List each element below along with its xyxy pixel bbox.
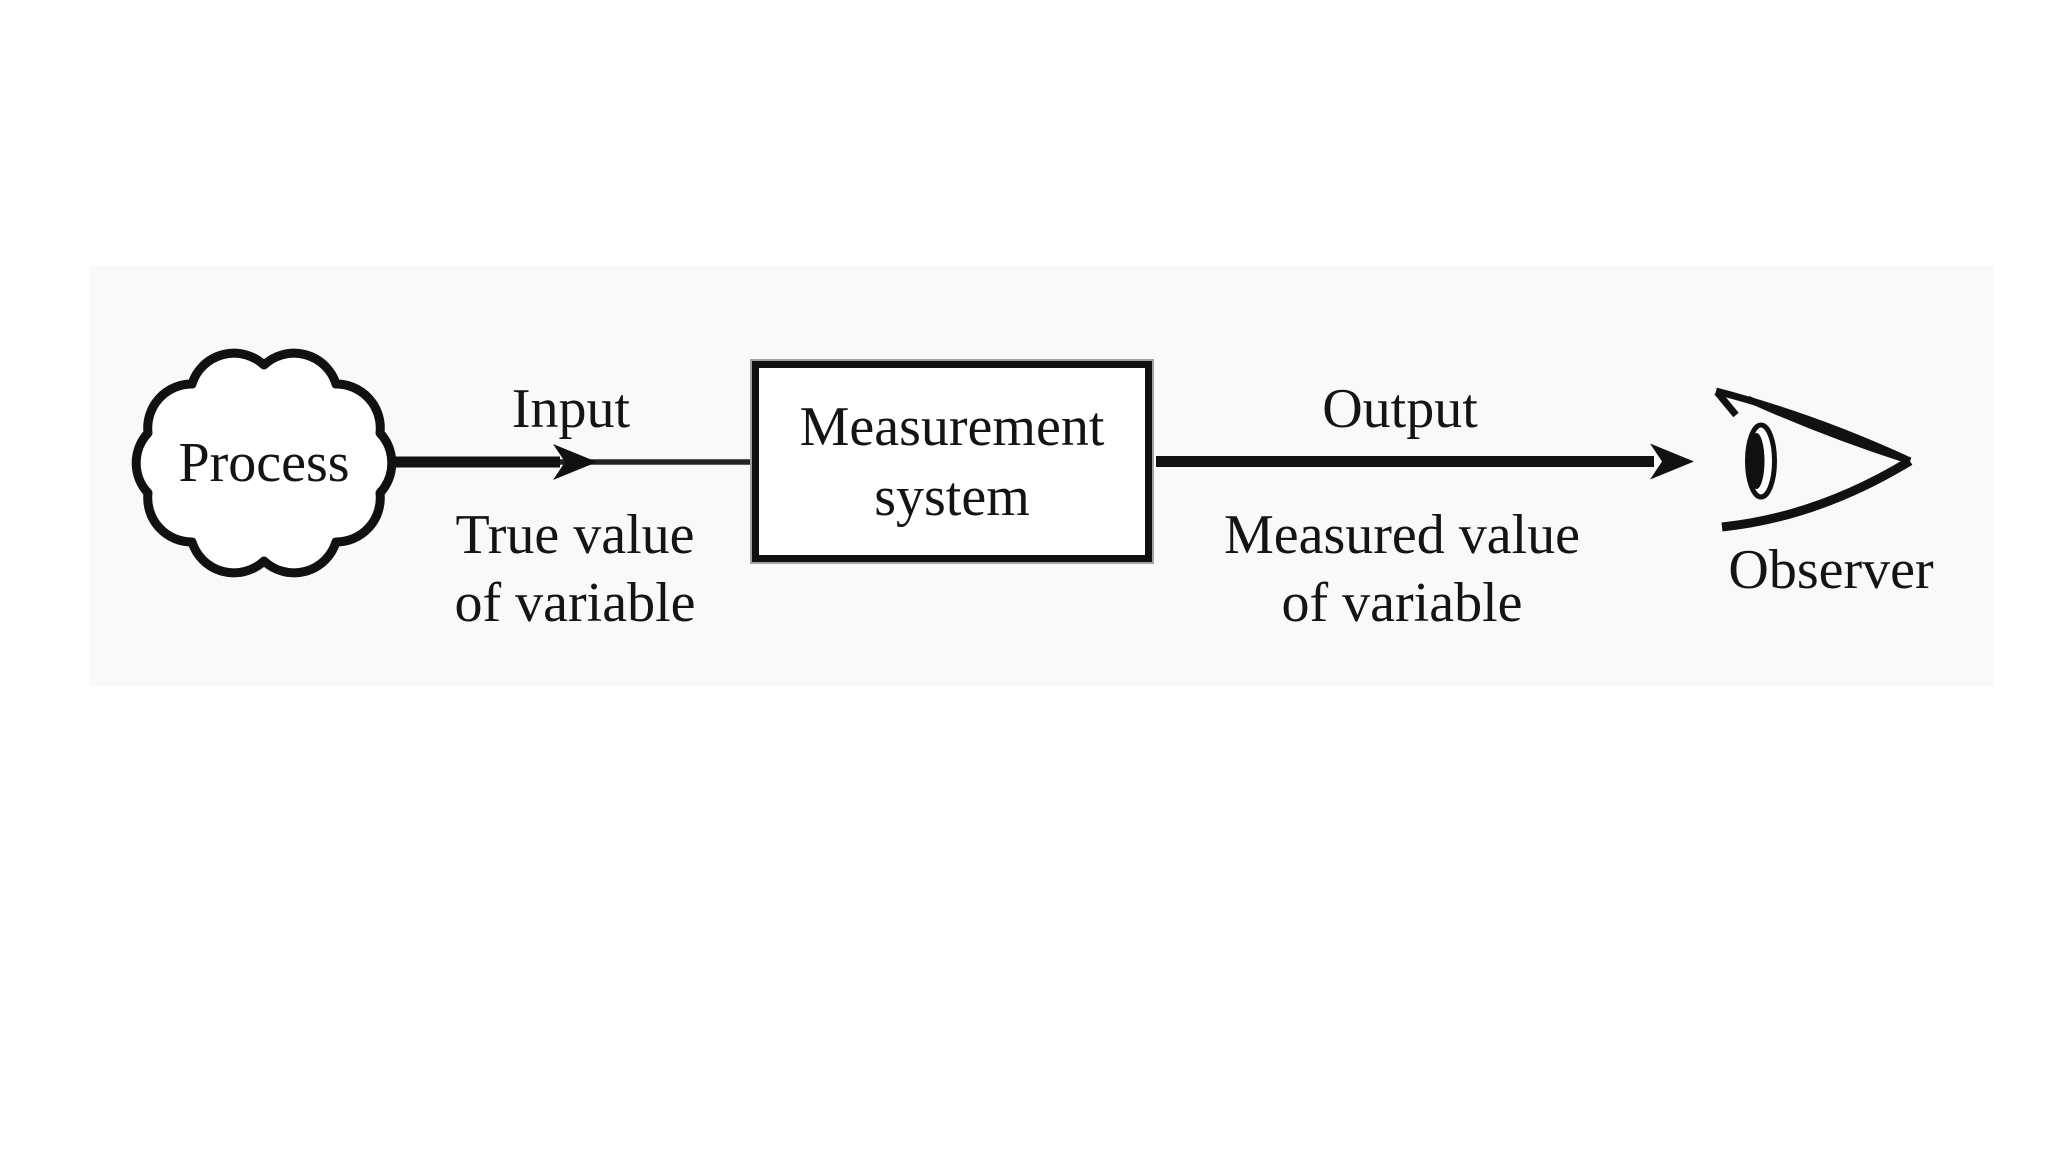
output-arrow — [1156, 443, 1694, 480]
measurement-system-node: Measurement system — [752, 361, 1152, 562]
measurement-system-label-line2: system — [874, 465, 1030, 528]
observer-label: Observer — [1728, 539, 1934, 601]
input-arrow — [386, 444, 754, 480]
output-arrowhead-icon — [1650, 443, 1694, 480]
input-sublabel: True value of variable — [455, 501, 696, 637]
cloud-outline-icon — [131, 348, 397, 578]
eye-upper-lid-line — [1746, 396, 1911, 465]
output-label: Output — [1322, 378, 1478, 440]
input-sublabel-line2: of variable — [454, 572, 696, 634]
eye-lens-pupil — [1748, 433, 1765, 489]
cloud-path — [131, 348, 397, 578]
eye-lash-tip — [1714, 389, 1739, 418]
output-sublabel-line2: of variable — [1281, 572, 1523, 634]
process-label: Process — [178, 432, 350, 494]
eye-lower-lid-line — [1721, 457, 1913, 532]
output-sublabel: Measured value of variable — [1224, 501, 1580, 637]
eye-icon — [1714, 387, 1913, 532]
input-label: Input — [511, 378, 631, 440]
input-arrowhead-icon — [553, 444, 597, 480]
output-sublabel-line1: Measured value — [1223, 504, 1581, 566]
input-sublabel-line1: True value — [455, 504, 695, 566]
measurement-system-label-line1: Measurement — [799, 395, 1105, 458]
